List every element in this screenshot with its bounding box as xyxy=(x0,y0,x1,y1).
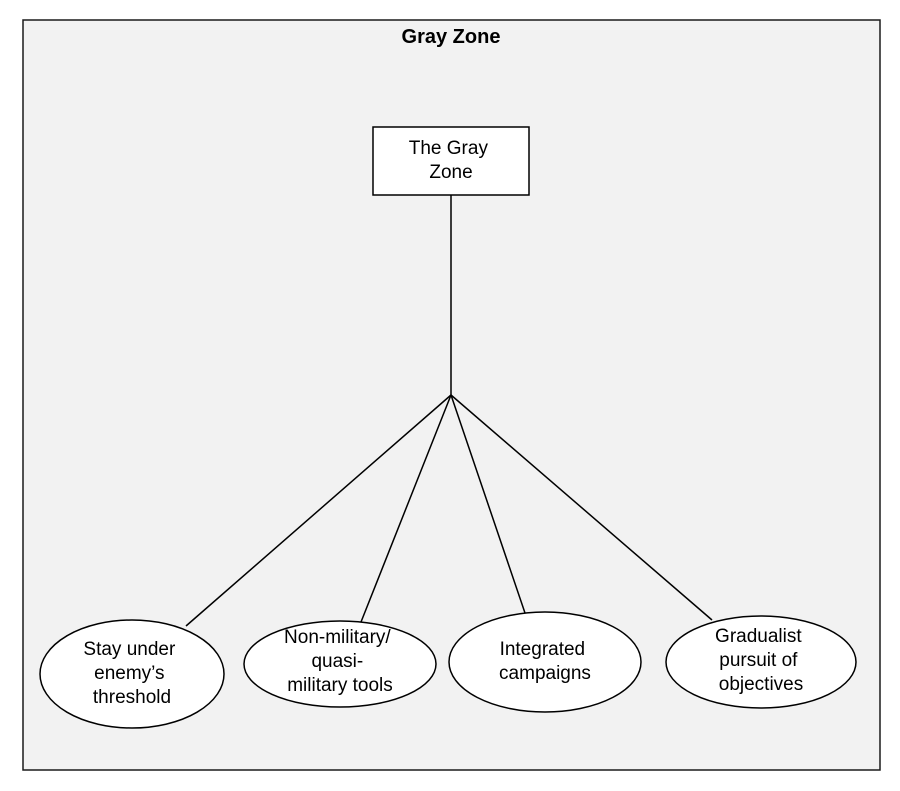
frame-title: Gray Zone xyxy=(402,26,501,48)
connector-to-leaf-3 xyxy=(450,394,526,614)
leaf-node-3-line-1: Integrated xyxy=(500,639,586,660)
root-node-box xyxy=(372,126,530,196)
leaf-node-2-line-3: military tools xyxy=(287,675,393,696)
leaf-node-4-ellipse xyxy=(665,615,857,709)
leaf-node-3: Integrated campaigns xyxy=(448,611,642,713)
root-node: The Gray Zone xyxy=(372,126,530,196)
connector-to-leaf-1 xyxy=(185,394,452,627)
leaf-node-1-line-3: threshold xyxy=(93,687,171,708)
leaf-node-2-line-2: quasi- xyxy=(311,651,363,672)
root-node-label: The Gray Zone xyxy=(409,138,493,183)
root-node-label-line-2: Zone xyxy=(429,162,472,183)
leaf-node-1: Stay under enemy’s threshold xyxy=(39,619,225,729)
leaf-node-2-label: Non-military/ quasi- military tools xyxy=(284,627,396,696)
leaf-node-1-label: Stay under enemy’s threshold xyxy=(83,639,180,708)
connector-to-leaf-4 xyxy=(450,394,713,621)
leaf-node-1-line-2: enemy’s xyxy=(94,663,164,684)
leaf-node-2: Non-military/ quasi- military tools xyxy=(243,620,437,708)
leaf-node-4-line-1: Gradualist xyxy=(715,626,802,647)
connector-to-leaf-2 xyxy=(360,394,452,623)
leaf-node-1-line-1: Stay under xyxy=(83,639,176,660)
leaf-node-3-label: Integrated campaigns xyxy=(499,639,591,684)
leaf-node-2-ellipse xyxy=(243,620,437,708)
leaf-node-4-line-3: objectives xyxy=(719,674,804,695)
leaf-node-4-label: Gradualist pursuit of objectives xyxy=(715,626,807,695)
leaf-node-1-ellipse xyxy=(39,619,225,729)
leaf-node-3-ellipse xyxy=(448,611,642,713)
leaf-node-3-line-2: campaigns xyxy=(499,663,591,684)
root-node-label-line-1: The Gray xyxy=(409,138,489,159)
leaf-node-4-line-2: pursuit of xyxy=(719,650,798,671)
leaf-node-2-line-1: Non-military/ xyxy=(284,627,391,648)
leaf-node-4: Gradualist pursuit of objectives xyxy=(665,615,857,709)
